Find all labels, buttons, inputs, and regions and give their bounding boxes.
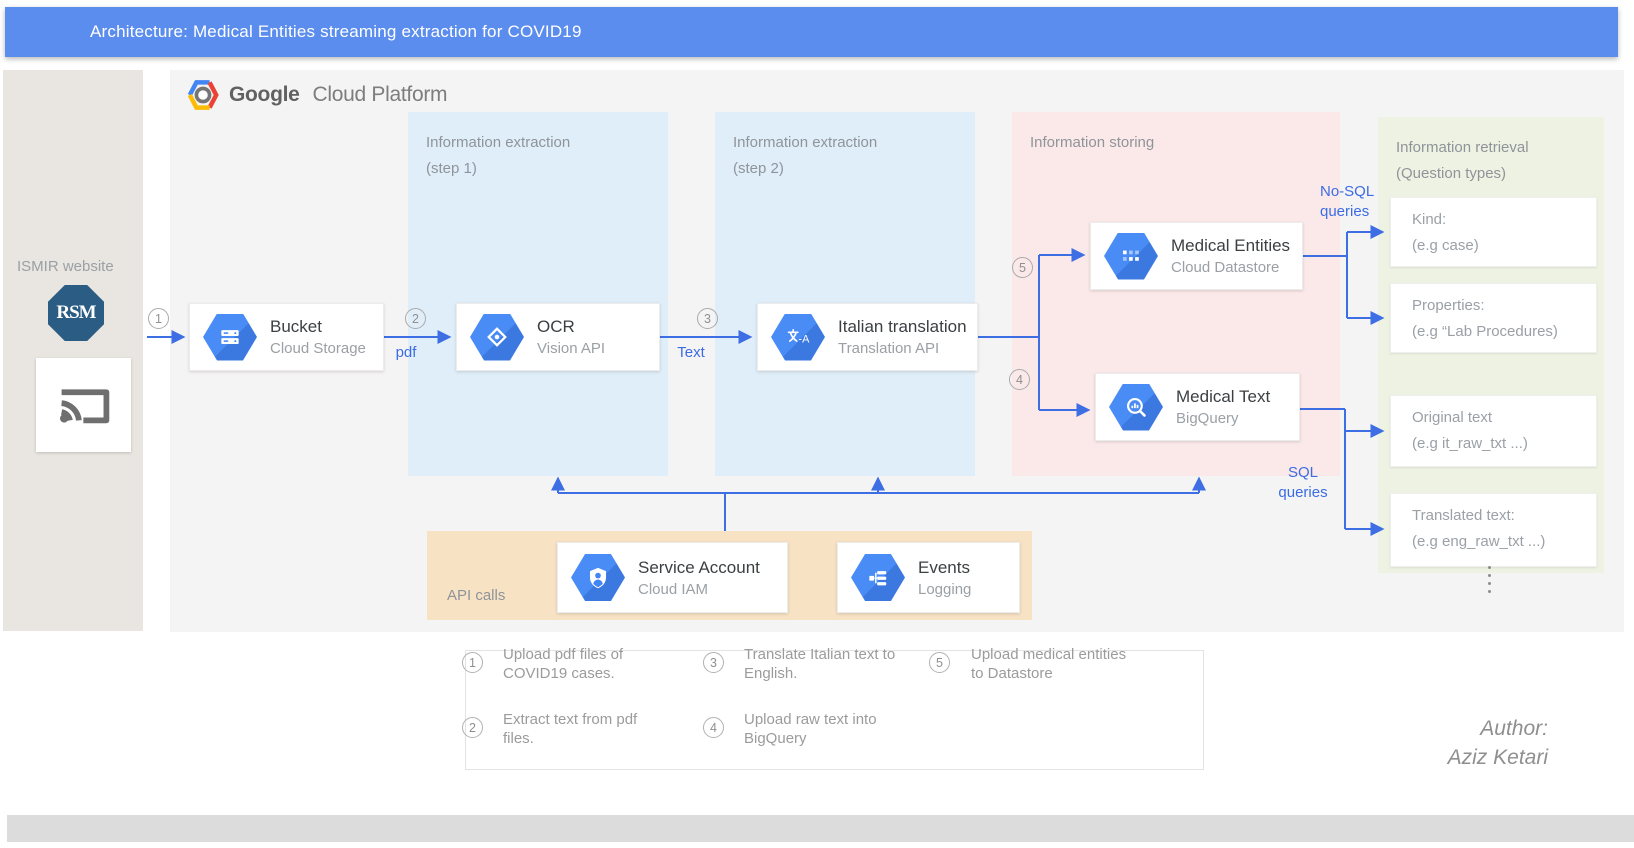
cloud-iam-icon: [571, 554, 625, 601]
output-translated-line1: Translated text:: [1412, 507, 1515, 524]
edge-label-nosql-queries: No-SQL queries: [1320, 183, 1375, 220]
api-calls-label: API calls: [447, 587, 506, 604]
step-circle-5: 5: [1012, 257, 1033, 278]
gcp-hexagon-icon: [187, 80, 219, 110]
node-medical-entities: Medical Entities Cloud Datastore: [1090, 222, 1303, 290]
node-ocr-subtitle: Vision API: [537, 340, 606, 357]
author-line1: Author:: [1480, 717, 1548, 740]
author-credit: Author: Aziz Ketari: [1448, 714, 1548, 772]
node-entities-title: Medical Entities: [1171, 236, 1291, 255]
node-translation-title: Italian translation: [838, 317, 967, 336]
node-entities-subtitle: Cloud Datastore: [1171, 259, 1280, 276]
legend-box: [465, 650, 1204, 770]
edge-label-text: Text: [677, 344, 705, 361]
step-circle-1: 1: [148, 308, 169, 329]
output-kind-line2: (e.g case): [1412, 237, 1479, 254]
ismir-logo-icon: RSM: [48, 285, 104, 341]
panel-extraction-step2: Information extraction (step 2): [715, 112, 975, 476]
node-translation-subtitle: Translation API: [838, 340, 940, 357]
panel-retrieval-line2: (Question types): [1396, 165, 1507, 182]
node-ocr-title: OCR: [537, 317, 575, 336]
translate-icon-letters: -A: [798, 333, 810, 345]
output-translated-text: Translated text: (e.g eng_raw_txt ...): [1390, 493, 1597, 567]
legend-text-3: Translate Italian text to English.: [744, 646, 896, 682]
node-events-title: Events: [918, 557, 970, 577]
legend-text-1: Upload pdf files of COVID19 cases.: [503, 646, 624, 682]
edge-label-pdf: pdf: [395, 344, 417, 361]
panel-step1-line2: (step 1): [426, 160, 477, 177]
logging-icon: [851, 554, 905, 601]
legend-circle-4: 4: [703, 717, 724, 738]
legend-circle-1: 1: [462, 652, 483, 673]
node-events-subtitle: Logging: [918, 580, 972, 598]
node-medtext-subtitle: BigQuery: [1176, 410, 1239, 427]
sidebar-title: ISMIR website: [17, 258, 114, 275]
title-banner: Architecture: Medical Entities streaming…: [5, 7, 1618, 57]
node-medtext-title: Medical Text: [1176, 387, 1271, 406]
node-iam-subtitle: Cloud IAM: [638, 580, 709, 598]
legend-circle-2: 2: [462, 717, 483, 738]
bigquery-icon: [1109, 383, 1163, 431]
vision-api-icon: [470, 313, 524, 361]
node-medical-text: Medical Text BigQuery: [1095, 373, 1300, 441]
gcp-word-cloudplatform: Cloud Platform: [312, 83, 448, 106]
gcp-logo: Google Cloud Platform: [186, 80, 448, 110]
panel-storing-line1: Information storing: [1030, 134, 1155, 151]
node-events: Events Logging: [837, 542, 1020, 613]
node-service-account: Service Account Cloud IAM: [557, 542, 788, 613]
node-italian-translation: -A Italian translation Translation API: [757, 303, 978, 371]
author-line2: Aziz Ketari: [1447, 746, 1548, 769]
legend-text-2: Extract text from pdf files.: [503, 711, 638, 747]
output-translated-line2: (e.g eng_raw_txt ...): [1412, 533, 1546, 550]
legend-text-5: Upload medical entities to Datastore: [971, 646, 1127, 682]
output-original-text: Original text (e.g it_raw_txt ...): [1390, 395, 1597, 467]
output-original-line2: (e.g it_raw_txt ...): [1412, 435, 1528, 452]
panel-step2-line2: (step 2): [733, 160, 784, 177]
step-circle-2: 2: [405, 308, 426, 329]
translation-api-icon: -A: [771, 313, 825, 361]
panel-retrieval-line1: Information retrieval: [1396, 139, 1529, 156]
output-original-line1: Original text: [1412, 409, 1493, 426]
diagram-title: Architecture: Medical Entities streaming…: [90, 22, 582, 41]
more-outputs-ellipsis: [1488, 566, 1491, 593]
node-bucket-title: Bucket: [270, 317, 322, 336]
panel-extraction-step1: Information extraction (step 1): [408, 112, 668, 476]
ismir-sidebar: ISMIR website RSM: [3, 70, 143, 631]
legend-text-4: Upload raw text into BigQuery: [744, 711, 877, 747]
output-kind: Kind: (e.g case): [1390, 197, 1597, 267]
cast-card: [36, 358, 131, 452]
node-iam-title: Service Account: [638, 557, 760, 577]
legend-circle-5: 5: [929, 652, 950, 673]
cast-icon: [59, 389, 109, 424]
node-bucket-subtitle: Cloud Storage: [270, 340, 366, 357]
cloud-storage-icon: [203, 313, 257, 361]
step-circle-4: 4: [1009, 369, 1030, 390]
bottom-bar: [7, 815, 1634, 842]
node-bucket: Bucket Cloud Storage: [189, 303, 384, 371]
output-properties: Properties: (e.g “Lab Procedures): [1390, 283, 1597, 353]
panel-step2-line1: Information extraction: [733, 134, 878, 151]
ismir-monogram: RSM: [56, 302, 96, 323]
gcp-word-google: Google: [229, 83, 300, 106]
output-kind-line1: Kind:: [1412, 211, 1447, 228]
step-circle-3: 3: [697, 308, 718, 329]
cloud-datastore-icon: [1104, 232, 1158, 280]
output-properties-line1: Properties:: [1412, 297, 1485, 314]
node-ocr: OCR Vision API: [456, 303, 660, 371]
legend-circle-3: 3: [703, 652, 724, 673]
panel-step1-line1: Information extraction: [426, 134, 571, 151]
edge-label-sql-queries: SQL queries: [1278, 464, 1328, 501]
output-properties-line2: (e.g “Lab Procedures): [1412, 323, 1558, 340]
